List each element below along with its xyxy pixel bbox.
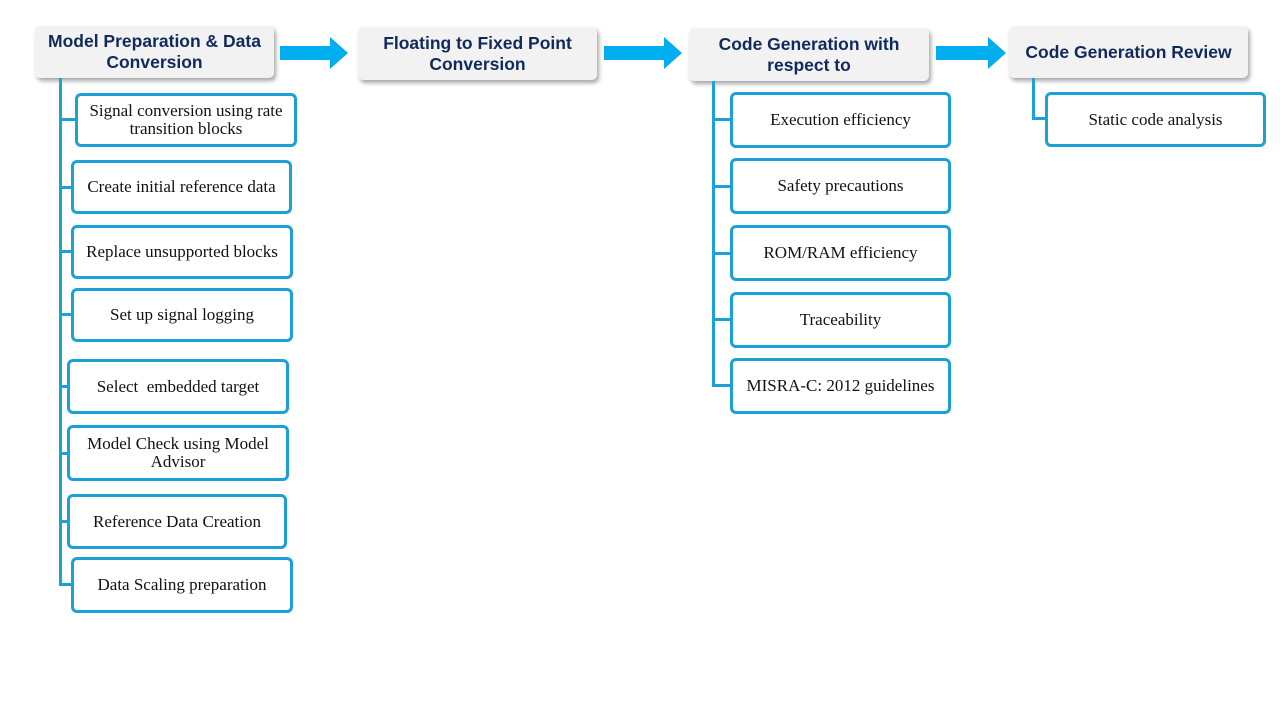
step-box: Select embedded target xyxy=(67,359,289,414)
step-box: ROM/RAM efficiency xyxy=(730,225,951,281)
connector-trunk xyxy=(712,81,715,387)
step-box: Model Check using Model Advisor xyxy=(67,425,289,481)
step-box: Traceability xyxy=(730,292,951,348)
step-box: Safety precautions xyxy=(730,158,951,214)
step-box: Create initial reference data xyxy=(71,160,292,214)
connector-branch xyxy=(59,452,69,455)
connector-trunk xyxy=(59,78,62,586)
step-box: MISRA-C: 2012 guidelines xyxy=(730,358,951,414)
step-box: Set up signal logging xyxy=(71,288,293,342)
connector-branch xyxy=(712,252,732,255)
connector-branch xyxy=(712,318,732,321)
stage-header-model-preparation: Model Preparation & Data Conversion xyxy=(35,26,274,78)
stage-header-code-generation: Code Generation with respect to xyxy=(689,28,929,81)
step-box: Reference Data Creation xyxy=(67,494,287,549)
stage-header-code-review: Code Generation Review xyxy=(1009,26,1248,78)
step-box: Data Scaling preparation xyxy=(71,557,293,613)
connector-branch xyxy=(59,520,69,523)
connector-branch xyxy=(712,185,732,188)
flow-arrow xyxy=(604,37,682,69)
connector-branch xyxy=(59,250,73,253)
connector-branch xyxy=(59,186,73,189)
connector-branch xyxy=(59,118,77,121)
step-box: Execution efficiency xyxy=(730,92,951,148)
flow-arrow xyxy=(280,37,348,69)
connector-branch xyxy=(59,313,73,316)
flow-arrow xyxy=(936,37,1006,69)
stage-title: Floating to Fixed Point Conversion xyxy=(383,32,572,74)
step-box: Signal conversion using rate transition … xyxy=(75,93,297,147)
connector-branch xyxy=(712,384,732,387)
stage-title: Model Preparation & Data Conversion xyxy=(48,31,261,72)
connector-branch xyxy=(1032,117,1048,120)
stage-header-fixed-point: Floating to Fixed Point Conversion xyxy=(358,27,597,80)
step-box: Replace unsupported blocks xyxy=(71,225,293,279)
connector-trunk xyxy=(1032,78,1035,120)
connector-branch xyxy=(712,118,732,121)
stage-title: Code Generation Review xyxy=(1025,41,1232,62)
connector-branch xyxy=(59,583,73,586)
step-box: Static code analysis xyxy=(1045,92,1266,147)
connector-branch xyxy=(59,385,69,388)
stage-title: Code Generation with respect to xyxy=(718,33,900,75)
